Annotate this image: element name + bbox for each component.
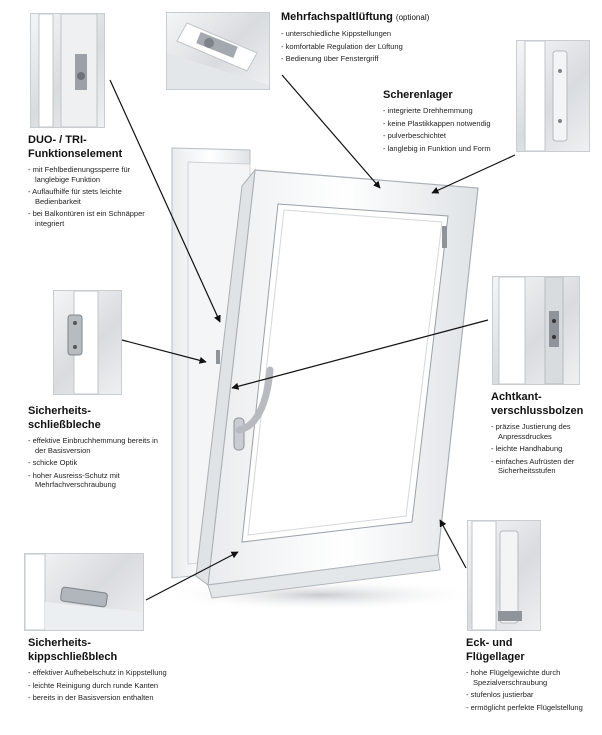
feature-item: effektiver Aufhebelschutz in Kippstellun… xyxy=(28,668,188,678)
callout-eck-fluegellager: Eck- und Flügellager hohe Flügelgewichte… xyxy=(466,636,596,715)
feature-item: integrierte Drehhemmung xyxy=(383,106,518,116)
feature-list: mit Fehlbedienungssperre für langlebige … xyxy=(28,165,153,228)
feature-item: Bedienung über Fenstergriff xyxy=(281,54,481,64)
feature-list: hohe Flügelgewichte durch Spezialverschr… xyxy=(466,668,596,712)
callout-title: Achtkant- verschlussbolzen xyxy=(491,390,596,418)
feature-list: effektiver Aufhebelschutz in Kippstellun… xyxy=(28,668,188,703)
title-line: Flügellager xyxy=(466,651,525,663)
callout-mehrfachspaltlueftung: Mehrfachspaltlüftung (optional) untersch… xyxy=(281,10,481,67)
feature-list: integrierte Drehhemmung keine Plastikkap… xyxy=(383,106,518,153)
callout-title: Sicherheits- schließbleche xyxy=(28,404,158,432)
callout-title: Eck- und Flügellager xyxy=(466,636,596,664)
feature-list: präzise Justierung des Anpressdruckes le… xyxy=(491,422,596,476)
callout-duo-tri: DUO- / TRI- Funktionselement mit Fehlbed… xyxy=(28,133,153,231)
photo-eck xyxy=(467,520,541,631)
photo-achtkant xyxy=(492,276,580,385)
callout-kippschliessblech: Sicherheits- kippschließblech effektiver… xyxy=(28,636,188,706)
feature-item: bereits in der Basisversion enthalten xyxy=(28,693,188,703)
feature-list: effektive Einbruchhemmung bereits in der… xyxy=(28,436,158,490)
feature-item: komfortable Regulation der Lüftung xyxy=(281,42,481,52)
title-line: Achtkant- xyxy=(491,391,542,403)
feature-item: keine Plastikkappen notwendig xyxy=(383,119,518,129)
feature-item: leichte Handhabung xyxy=(491,444,596,454)
feature-item: leichte Reinigung durch runde Kanten xyxy=(28,681,188,691)
feature-item: ermöglicht perfekte Flügelstellung xyxy=(466,703,596,713)
callout-scherenlager: Scherenlager integrierte Drehhemmung kei… xyxy=(383,88,518,156)
hinge-mark xyxy=(442,226,447,248)
feature-item: langlebig in Funktion und Form xyxy=(383,144,518,154)
title-line: Sicherheits- xyxy=(28,405,91,417)
feature-item: hohe Flügelgewichte durch Spezialverschr… xyxy=(466,668,596,687)
feature-item: präzise Justierung des Anpressdruckes xyxy=(491,422,596,441)
title-line: Sicherheits- xyxy=(28,637,91,649)
feature-item: pulverbeschichtet xyxy=(383,131,518,141)
photo-kipp xyxy=(24,553,144,631)
callout-title: Mehrfachspaltlüftung (optional) xyxy=(281,10,481,25)
photo-scheren xyxy=(516,40,590,152)
photo-mehrfach xyxy=(166,12,270,90)
feature-item: Auflaufhilfe für stets leichte Bedienbar… xyxy=(28,187,153,206)
feature-item: schicke Optik xyxy=(28,458,158,468)
callout-title: Scherenlager xyxy=(383,89,453,101)
feature-item: hoher Ausreiss-Schutz mit Mehrfachversch… xyxy=(28,471,158,490)
lock-mark xyxy=(216,350,220,364)
title-line: Funktionselement xyxy=(28,148,123,160)
feature-list: unterschiedliche Kippstellungen komforta… xyxy=(281,29,481,64)
photo-sicherheit xyxy=(53,290,122,395)
title-text: Mehrfachspaltlüftung xyxy=(281,11,393,23)
callout-sicherheitsschliessbleche: Sicherheits- schließbleche effektive Ein… xyxy=(28,404,158,493)
title-line: DUO- / TRI- xyxy=(28,134,87,146)
window-handle-base xyxy=(233,417,245,451)
feature-item: effektive Einbruchhemmung bereits in der… xyxy=(28,436,158,455)
tilt-turn-window-illustration xyxy=(160,147,480,610)
glass-inner-bead xyxy=(247,209,443,536)
feature-item: bei Balkontüren ist ein Schnäpper integr… xyxy=(28,209,153,228)
title-line: schließbleche xyxy=(28,419,101,431)
feature-item: mit Fehlbedienungssperre für langlebige … xyxy=(28,165,153,184)
title-line: Eck- und xyxy=(466,637,513,649)
feature-item: unterschiedliche Kippstellungen xyxy=(281,29,481,39)
callout-achtkant: Achtkant- verschlussbolzen präzise Justi… xyxy=(491,390,596,479)
photo-duo-element xyxy=(30,13,105,128)
title-line: verschlussbolzen xyxy=(491,405,584,417)
optional-note: (optional) xyxy=(395,13,430,22)
feature-item: einfaches Aufrüsten der Sicherheitsstufe… xyxy=(491,457,596,476)
callout-title: DUO- / TRI- Funktionselement xyxy=(28,133,153,161)
feature-item: stufenlos justierbar xyxy=(466,690,596,700)
title-line: kippschließblech xyxy=(28,651,118,663)
callout-title: Sicherheits- kippschließblech xyxy=(28,636,188,664)
